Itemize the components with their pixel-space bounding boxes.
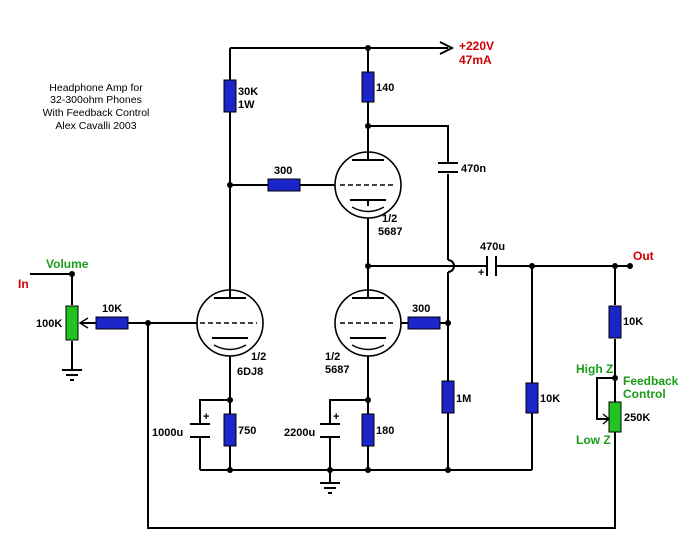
feedback-label-line2: Control (623, 387, 666, 401)
resistor-180 (361, 413, 375, 447)
supply-arrow-icon (439, 41, 455, 55)
resistor-10k-grid-label: 10K (102, 303, 122, 315)
junction-dot (445, 467, 451, 473)
title-line-2: 32-300ohm Phones (50, 94, 142, 106)
ground-icon (320, 482, 340, 494)
junction-dot (445, 320, 451, 326)
tube-upper-type: 5687 (378, 226, 402, 238)
resistor-300-upper-label: 300 (274, 165, 292, 177)
junction-dot (529, 263, 535, 269)
tube-input-type: 6DJ8 (237, 366, 263, 378)
volume-label: Volume (46, 257, 89, 271)
junctions (69, 45, 633, 473)
resistor-30k-label: 30K (238, 86, 258, 98)
title-line-3: With Feedback Control (43, 107, 150, 119)
tube-input (196, 289, 264, 357)
input-terminal-dot (69, 271, 75, 277)
output-label: Out (633, 249, 654, 263)
resistor-30k (223, 79, 237, 113)
capacitor-470u-plus: + (478, 267, 484, 279)
tube-lower-half: 1/2 (325, 351, 340, 363)
junction-dot (145, 320, 151, 326)
tube-lower-type: 5687 (325, 364, 349, 376)
resistor-10k-grid (95, 316, 129, 330)
capacitor-1000u (190, 423, 210, 438)
title-line-1: Headphone Amp for (49, 82, 143, 94)
supply-current: 47mA (459, 53, 492, 67)
resistor-750-label: 750 (238, 425, 256, 437)
feedback-wiper-arrow-icon (602, 413, 611, 425)
junction-dot (327, 467, 333, 473)
junction-dot (365, 397, 371, 403)
capacitor-470n-label: 470n (461, 163, 486, 175)
volume-potentiometer[interactable] (65, 305, 79, 341)
feedback-low-z: Low Z (576, 433, 611, 447)
volume-value: 100K (36, 318, 62, 330)
tube-input-half: 1/2 (251, 351, 266, 363)
capacitor-470u-label: 470u (480, 241, 505, 253)
feedback-label-line1: Feedback (623, 374, 679, 388)
tube-upper (334, 150, 402, 219)
resistor-300-upper (267, 178, 301, 192)
junction-dot (612, 375, 618, 381)
tube-upper-half: 1/2 (382, 213, 397, 225)
junction-dot (365, 263, 371, 269)
junction-dot (365, 467, 371, 473)
input-label: In (18, 277, 29, 291)
junction-dot (227, 467, 233, 473)
resistor-10k-ground (525, 382, 539, 414)
ground-icon (62, 369, 82, 381)
feedback-value: 250K (624, 412, 650, 424)
junction-dot (227, 182, 233, 188)
capacitor-1000u-label: 1000u (152, 427, 183, 439)
resistor-300-lower-label: 300 (412, 303, 430, 315)
capacitor-2200u (320, 423, 340, 438)
tube-lower (334, 289, 402, 357)
resistor-10k-feedback (608, 305, 622, 339)
output-terminal-dot (627, 263, 633, 269)
junction-dot (227, 397, 233, 403)
resistor-10k-feedback-label: 10K (623, 316, 643, 328)
junction-dot (612, 263, 618, 269)
capacitor-2200u-label: 2200u (284, 427, 315, 439)
junction-dot (365, 123, 371, 129)
resistor-180-label: 180 (376, 425, 394, 437)
volume-wiper-arrow-icon (78, 317, 89, 329)
resistor-140 (361, 71, 375, 103)
capacitor-2200u-plus: + (333, 411, 339, 423)
capacitor-470n (438, 162, 458, 173)
resistor-1m-label: 1M (456, 393, 471, 405)
supply-voltage: +220V (459, 39, 494, 53)
resistor-140-label: 140 (376, 82, 394, 94)
title-line-4: Alex Cavalli 2003 (55, 120, 136, 132)
resistor-300-lower (407, 316, 441, 330)
resistor-10k-ground-label: 10K (540, 393, 560, 405)
resistor-1m (441, 380, 455, 414)
feedback-potentiometer[interactable] (608, 401, 622, 433)
resistor-750 (223, 413, 237, 447)
feedback-high-z: High Z (576, 362, 613, 376)
title-block: Headphone Amp for 32-300ohm Phones With … (43, 82, 150, 132)
capacitor-1000u-plus: + (203, 411, 209, 423)
capacitor-470u (486, 256, 497, 276)
junction-dot (365, 45, 371, 51)
resistor-30k-power: 1W (238, 99, 255, 111)
